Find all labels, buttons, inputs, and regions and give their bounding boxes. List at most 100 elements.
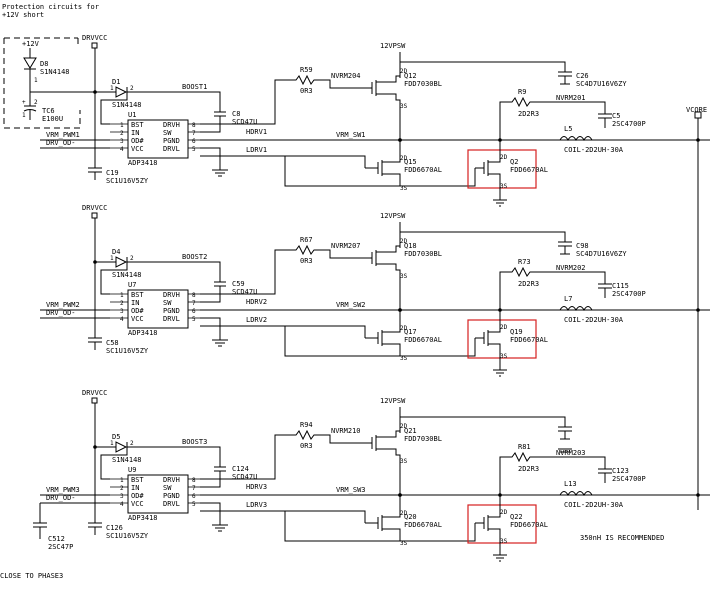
svg-text:2D: 2D [400,155,408,162]
svg-text:1: 1 [110,85,114,92]
high-fet-value: FDD7030BL [404,250,442,258]
vpsw-label: 12VPSW [380,397,406,405]
boot-diode-value: S1N4148 [112,456,142,464]
ic-part: ADP3418 [128,514,158,522]
vcore-rail: VCORE [686,106,707,510]
svg-text:2: 2 [130,255,134,262]
svg-text:8: 8 [192,292,196,299]
boot-cap-value: SCD47U [232,473,257,481]
gate-net-label: NVRM210 [331,427,361,435]
low-fet2-ref: Q2 [510,158,518,166]
vpsw-label: 12VPSW [380,42,406,50]
svg-text:2D: 2D [500,324,508,331]
low-fet2-icon [475,140,507,207]
inductor-value: COIL-2D2UH-30A [564,146,624,154]
boot-diode-ref: D1 [112,78,120,86]
svg-text:6: 6 [192,308,196,315]
ic-pin-right: DRVH [163,291,180,299]
inductor-value: COIL-2D2UH-30A [564,316,624,324]
svg-text:5: 5 [192,501,196,508]
protection-note-line2: +12V short [2,11,44,19]
inductor-icon [559,136,593,142]
sw-net-label: VRM_SW1 [336,131,366,139]
svg-text:7: 7 [192,300,196,307]
svg-text:5: 5 [192,146,196,153]
svg-text:2D: 2D [400,238,408,245]
vcc-cap-value: SC1U16V5ZY [106,532,149,540]
svg-text:3S: 3S [500,183,508,190]
driver-ic [127,119,189,159]
boost-net-label: BOOST3 [182,438,207,446]
svg-text:2: 2 [34,99,38,106]
vcc-cap-ref: C19 [106,169,119,177]
ldrv-net-label: LDRV2 [246,316,267,324]
protection-rail-label: +12V [22,40,40,48]
snub-res-value: 2D2R3 [518,280,539,288]
extra-cap-ref: C512 [48,535,65,543]
svg-text:3S: 3S [500,353,508,360]
svg-text:1: 1 [120,292,124,299]
tc6-capacitor-icon [23,105,37,112]
ic-pin-right: SW [163,299,172,307]
gate-net-label: NVRM204 [331,72,361,80]
svg-text:1: 1 [120,122,124,129]
low-fet-ref: Q17 [404,328,417,336]
ic-pin-right: DRVL [163,500,180,508]
low-fet-value: FDD6670AL [404,166,442,174]
highlight-box [467,504,537,544]
drvvcc-label: DRVVCC [82,204,107,212]
protection-dashed-box [3,37,81,129]
low-fet2-ref: Q19 [510,328,523,336]
boot-cap-value: SCD47U [232,118,257,126]
snub-res-ref: R9 [518,88,526,96]
svg-text:3S: 3S [400,540,408,547]
snub-cap-ref: C5 [612,112,620,120]
boost-net-label: BOOST1 [182,83,207,91]
snub-res-ref: R81 [518,443,531,451]
boot-cap-value: SCD47U [232,288,257,296]
ic-ref: U9 [128,466,136,474]
vpsw-label: 12VPSW [380,212,406,220]
ic-pin-right: SW [163,484,172,492]
snub-net-label: NVRM201 [556,94,586,102]
input-cap-value: SC4D7U16V6ZY [576,80,627,88]
boot-diode-icon [115,441,128,453]
input-cap-ref: C26 [576,72,589,80]
boot-diode-ref: D4 [112,248,120,256]
ic-pin-left: OD# [131,307,144,315]
od-net-label: DRV_OD- [46,494,76,502]
gate-res-value: 0R3 [300,87,313,95]
svg-text:8: 8 [192,477,196,484]
svg-text:2: 2 [130,85,134,92]
svg-text:3: 3 [120,308,124,315]
high-fet-icon [371,430,401,495]
d8-value: S1N4148 [40,68,70,76]
svg-text:3S: 3S [400,458,408,465]
svg-text:6: 6 [192,493,196,500]
snub-cap-value: 2SC4700P [612,475,646,483]
svg-text:2: 2 [120,300,124,307]
ic-ref: U7 [128,281,136,289]
high-fet-ref: Q18 [404,242,417,250]
hdrv-net-label: HDRV2 [246,298,267,306]
svg-text:2D: 2D [400,325,408,332]
vcc-cap-value: SC1U16V5ZY [106,347,149,355]
vcc-cap-ref: C58 [106,339,119,347]
vcc-cap-ref: C126 [106,524,123,532]
svg-text:3S: 3S [400,185,408,192]
svg-text:7: 7 [192,485,196,492]
boot-cap-ref: C124 [232,465,249,473]
svg-text:+: + [22,99,26,106]
snub-res-value: 2D2R3 [518,110,539,118]
d8-diode-icon [23,57,37,69]
ic-pin-left: BST [131,291,144,299]
svg-text:1: 1 [34,77,38,84]
svg-text:4: 4 [120,316,124,323]
close-to-phase3-note: CLOSE TO PHASE3 [0,572,63,580]
gate-net-label: NVRM207 [331,242,361,250]
drvvcc-label: DRVVCC [82,34,107,42]
pwm-net-label: VRM_PWM3 [46,486,80,494]
svg-text:1: 1 [110,255,114,262]
boot-cap-ref: C8 [232,110,240,118]
